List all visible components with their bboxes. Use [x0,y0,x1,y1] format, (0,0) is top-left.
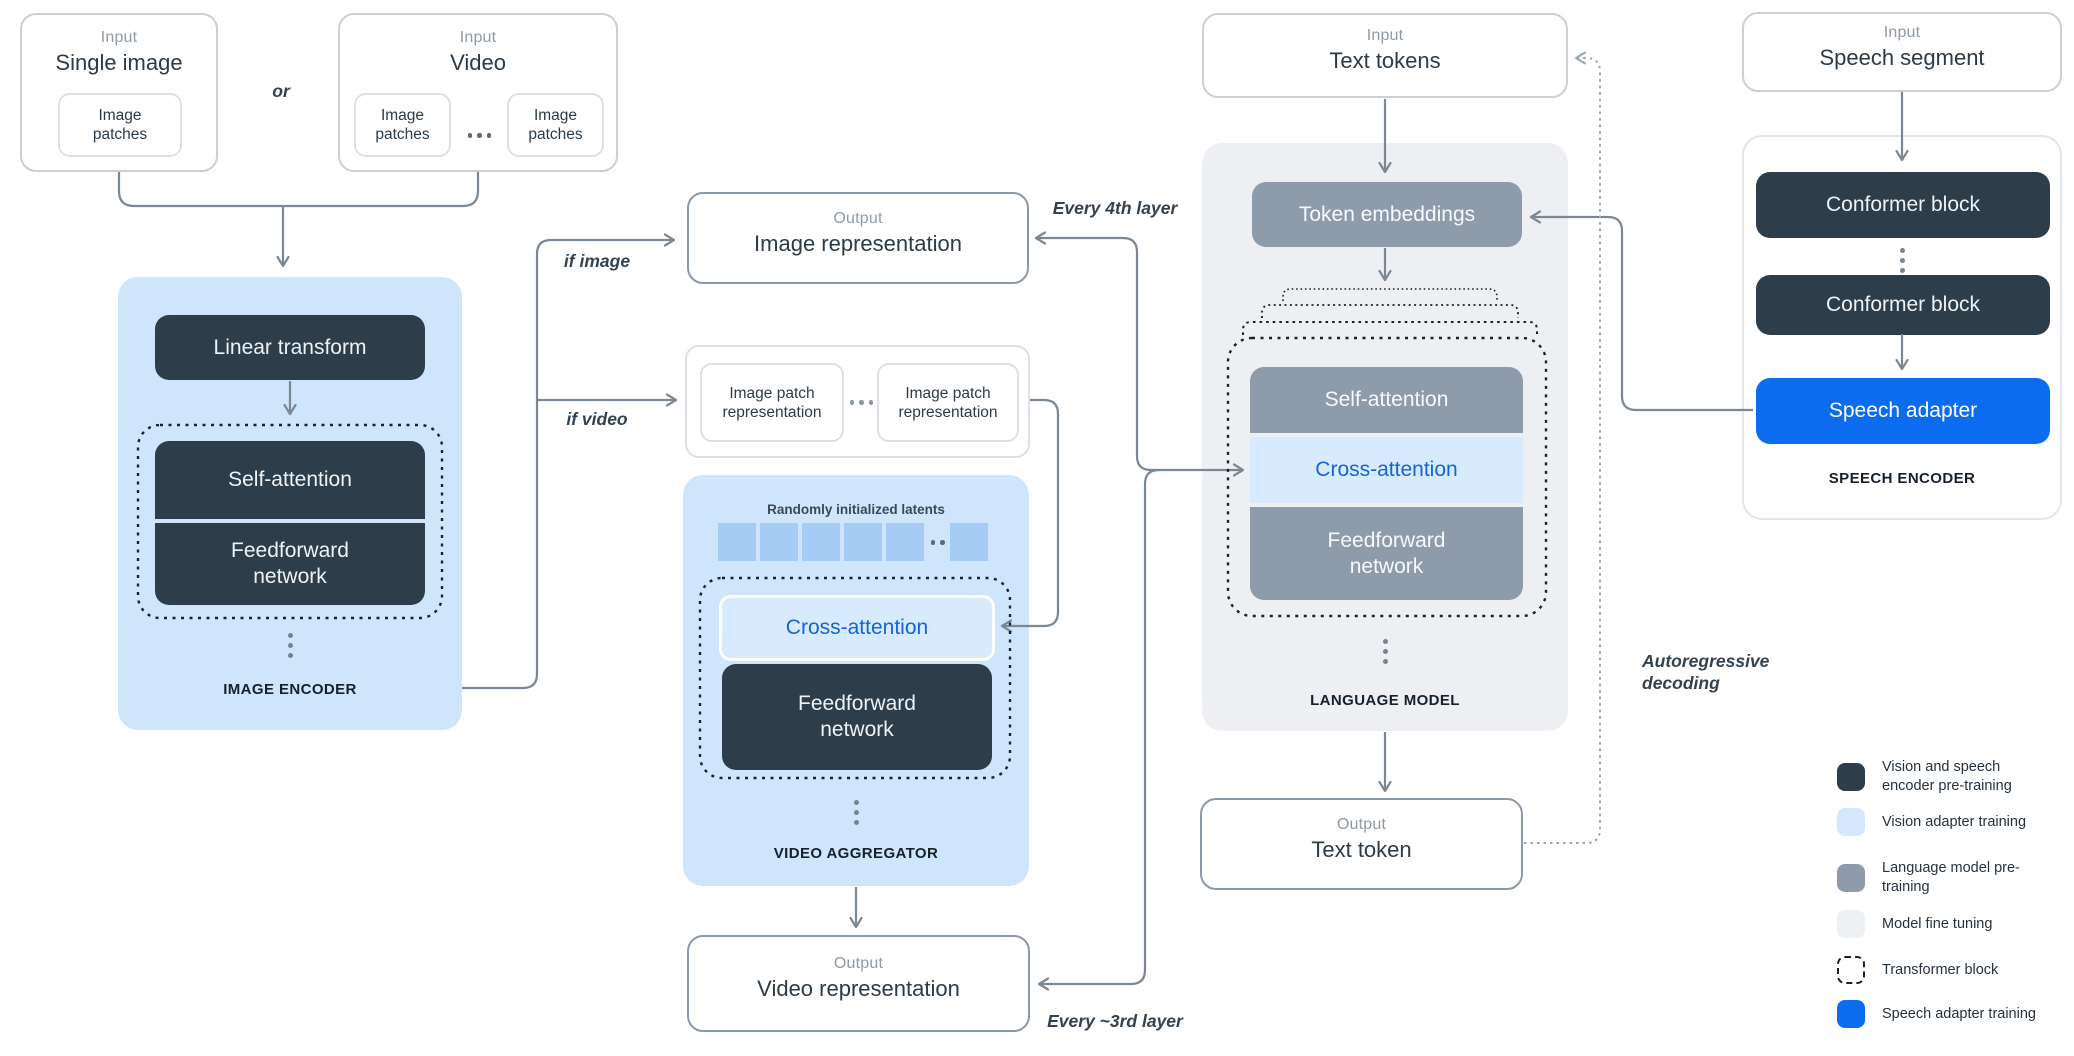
latent-square [950,523,988,561]
legend: Vision and speech encoder pre-training V… [1837,752,2074,1052]
self-attention-block: Self-attention [1250,367,1523,433]
legend-item: Speech adapter training [1837,1000,2052,1028]
legend-item: Model fine tuning [1837,910,2052,938]
input-speech-segment-box: Input Speech segment [1742,12,2062,92]
legend-swatch-gray [1837,864,1865,892]
edge-video-merge [282,172,480,208]
video-representation-title: Video representation [757,976,960,1001]
feedforward-label: Feedforward network [798,692,916,741]
input-single-image-box: Input Single image Image patches [20,13,218,172]
legend-swatch-lightblue [1837,808,1865,836]
output-label: Output [833,955,884,972]
or-label: or [272,81,290,101]
image-patches-label: Image patches [375,107,430,143]
input-label: Input [100,29,138,46]
every-3rd-layer-label: Every ~3rd layer [1047,1011,1183,1031]
output-text-token-box: Output Text token [1200,798,1523,890]
text-tokens-title: Text tokens [1329,48,1441,73]
video-title: Video [450,50,506,75]
edge-if-image [462,233,676,690]
image-patch-representation-box: Image patch representation [877,363,1019,442]
patch-representations-container: Image patch representation Image patch r… [685,345,1030,458]
video-aggregator-container: Randomly initialized latents Cross-atten… [683,475,1029,886]
image-patch-representation-label: Image patch representation [898,384,998,421]
speech-segment-title: Speech segment [1819,45,1985,70]
legend-swatch-blue [1837,1000,1865,1028]
legend-label: Language model pre-training [1882,860,2020,895]
legend-label: Transformer block [1882,961,1999,978]
language-model-label: LANGUAGE MODEL [1310,692,1460,709]
every-4th-layer-label: Every 4th layer [1052,198,1178,218]
legend-swatch-dark [1837,763,1865,791]
image-patches-label: Image patches [528,107,583,143]
latent-square [844,523,882,561]
latent-square [886,523,924,561]
self-attention-block: Self-attention [155,441,425,519]
language-model-container: Token embeddings Self-attention Cross-at… [1202,143,1568,731]
feedforward-block: Feedforward network [722,664,992,770]
latent-square [760,523,798,561]
speech-encoder-label: SPEECH ENCODER [1828,470,1976,487]
single-image-title: Single image [55,50,183,75]
legend-label: Vision and speech encoder pre-training [1882,759,2012,794]
token-embeddings-block: Token embeddings [1252,182,1522,247]
output-image-representation-box: Output Image representation [687,192,1029,284]
cross-attention-block: Cross-attention [719,595,995,661]
conformer-block-2: Conformer block [1756,275,2050,335]
input-label: Input [1883,24,1921,41]
image-patches-box: Image patches [507,93,604,157]
input-label: Input [459,29,497,46]
image-patch-representation-box: Image patch representation [700,363,844,442]
vertical-ellipsis-icon [1744,245,2060,275]
legend-swatch-dashed [1837,956,1865,984]
image-patch-representation-label: Image patch representation [722,384,822,421]
legend-label: Vision adapter training [1882,813,2027,830]
ellipsis-icon [847,400,876,405]
latent-square [802,523,840,561]
vertical-ellipsis-icon [683,797,1029,827]
output-video-representation-box: Output Video representation [687,935,1030,1032]
text-token-title: Text token [1311,837,1412,862]
latent-square [718,523,756,561]
video-aggregator-label: VIDEO AGGREGATOR [773,845,939,862]
speech-adapter-block: Speech adapter [1756,378,2050,444]
input-text-tokens-box: Input Text tokens [1202,13,1568,98]
image-representation-title: Image representation [754,231,962,256]
if-image-label: if image [563,251,631,271]
vertical-ellipsis-icon [1202,636,1568,666]
latents-label: Randomly initialized latents [767,502,945,517]
feedforward-label: Feedforward network [1327,528,1446,578]
linear-transform-block: Linear transform [155,315,425,380]
legend-item: Vision and speech encoder pre-training [1837,758,2052,796]
image-patches-box: Image patches [58,93,182,157]
feedforward-block: Feedforward network [155,523,425,605]
conformer-block-1: Conformer block [1756,172,2050,238]
image-patches-label: Image patches [92,107,148,143]
edge-single-image-merge [117,172,282,208]
legend-label: Speech adapter training [1882,1005,2036,1022]
edge-videorep-cross [1037,468,1160,991]
legend-item: Language model pre-training [1837,859,2052,897]
output-label: Output [1336,816,1387,833]
input-video-box: Input Video Image patches Image patches [338,13,618,172]
image-encoder-label: IMAGE ENCODER [223,681,357,698]
legend-item: Vision adapter training [1837,808,2052,836]
vertical-ellipsis-icon [118,630,462,660]
image-encoder-container: Linear transform Self-attention Feedforw… [118,277,462,730]
image-patches-box: Image patches [354,93,451,157]
legend-item: Transformer block [1837,956,2052,984]
feedforward-block: Feedforward network [1250,507,1523,600]
ellipsis-icon [465,133,494,138]
speech-encoder-container: Conformer block Conformer block Speech a… [1742,135,2062,520]
legend-swatch-faint [1837,910,1865,938]
autoregressive-decoding-label: Autoregressive decoding [1642,651,1770,693]
feedforward-label: Feedforward network [231,539,349,588]
input-label: Input [1366,27,1404,44]
if-video-label: if video [566,409,628,429]
cross-attention-block: Cross-attention [1250,437,1523,503]
output-label: Output [833,210,883,227]
legend-label: Model fine tuning [1882,915,1993,932]
